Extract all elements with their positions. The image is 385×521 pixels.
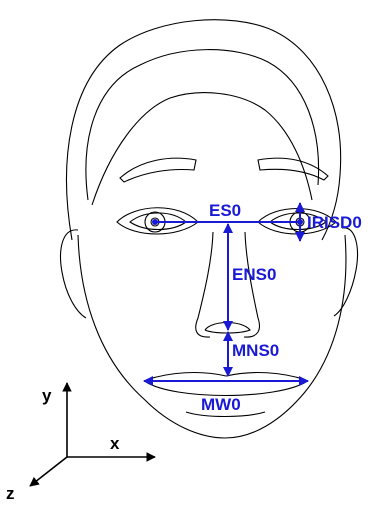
right-eye-center-dot bbox=[297, 219, 303, 225]
left-eye-center-dot bbox=[152, 219, 158, 225]
x-axis-label: x bbox=[110, 434, 120, 453]
right-eyebrow bbox=[258, 158, 328, 180]
left-ear bbox=[61, 230, 86, 318]
mns0-label: MNS0 bbox=[232, 341, 279, 360]
lower-lip bbox=[146, 382, 306, 396]
es0-label: ES0 bbox=[209, 201, 241, 220]
left-eyebrow bbox=[120, 158, 196, 182]
ens0-label: ENS0 bbox=[232, 265, 276, 284]
irisd0-label: IRISD0 bbox=[307, 213, 362, 232]
mw0-label: MW0 bbox=[201, 395, 241, 414]
eyebrows bbox=[120, 158, 328, 182]
hairline bbox=[92, 93, 312, 205]
upper-lip bbox=[146, 373, 306, 380]
measurements bbox=[144, 203, 308, 381]
z-axis bbox=[30, 457, 67, 486]
y-axis-label: y bbox=[42, 386, 52, 405]
z-axis-label: z bbox=[6, 484, 15, 503]
